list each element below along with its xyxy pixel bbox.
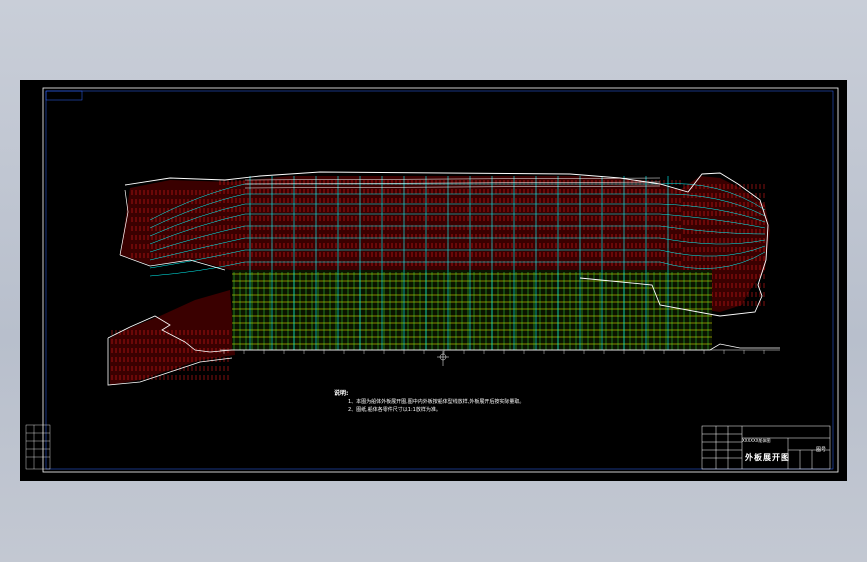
waterline-curve (659, 193, 766, 217)
inner-frame (45, 90, 834, 470)
waterline-curve (149, 183, 246, 221)
note-line-1: 1、本图为船体外板展开图,图中内外板按船体型线放样,外板展开后按实际量取。 (348, 399, 525, 405)
station-ticks (223, 350, 765, 354)
center-mark (437, 351, 449, 366)
waterline-curve (659, 251, 766, 269)
cad-viewport[interactable]: 说明: 1、本图为船体外板展开图,图中内外板按船体型线放样,外板展开后按实际量取… (20, 80, 847, 481)
shell-upper-region (120, 176, 770, 312)
keel-outline (107, 315, 780, 353)
waterline-curve (659, 213, 766, 229)
waterline-curve (149, 213, 246, 245)
waterline-curve (659, 245, 766, 257)
drawing-notes: 说明: 1、本图为船体外板展开图,图中内外板按船体型线放样,外板展开后按实际量取… (334, 390, 524, 414)
waterline-curve (149, 237, 246, 261)
note-line-2: 2、图纸,船体各零件尺寸以1:1放样为准。 (348, 407, 441, 413)
waterline-curve (659, 203, 766, 223)
waterline-curve (149, 193, 246, 229)
title-block (701, 425, 831, 470)
shell-outline (124, 171, 769, 317)
shell-lower-region (110, 290, 235, 385)
side-stamp-table (25, 424, 51, 470)
title-block-code: 图号 (816, 447, 827, 453)
deck-line (244, 177, 661, 181)
waterline-curve (659, 225, 766, 235)
deck-line (244, 185, 661, 189)
shell-expansion-drawing (25, 87, 839, 473)
bottom-plate-region (232, 270, 712, 350)
notes-heading: 说明: (334, 390, 349, 397)
bow-profile (119, 189, 226, 271)
stern-outline (107, 338, 233, 386)
waterline-curve (149, 203, 246, 237)
waterline-curve (659, 237, 766, 245)
deck-line (244, 181, 661, 185)
waterline-curve (149, 225, 246, 253)
title-block-project: XXXXXX船体图 (742, 438, 771, 443)
bottom-plate-grid (232, 272, 712, 350)
waterline-curve (149, 261, 246, 277)
outer-frame (42, 87, 839, 473)
title-block-title: 外板展开图 (745, 453, 790, 462)
waterline-curve (659, 183, 766, 211)
frame-station-grid (149, 176, 766, 350)
waterline-curve (149, 249, 246, 269)
corner-tag (45, 90, 83, 101)
